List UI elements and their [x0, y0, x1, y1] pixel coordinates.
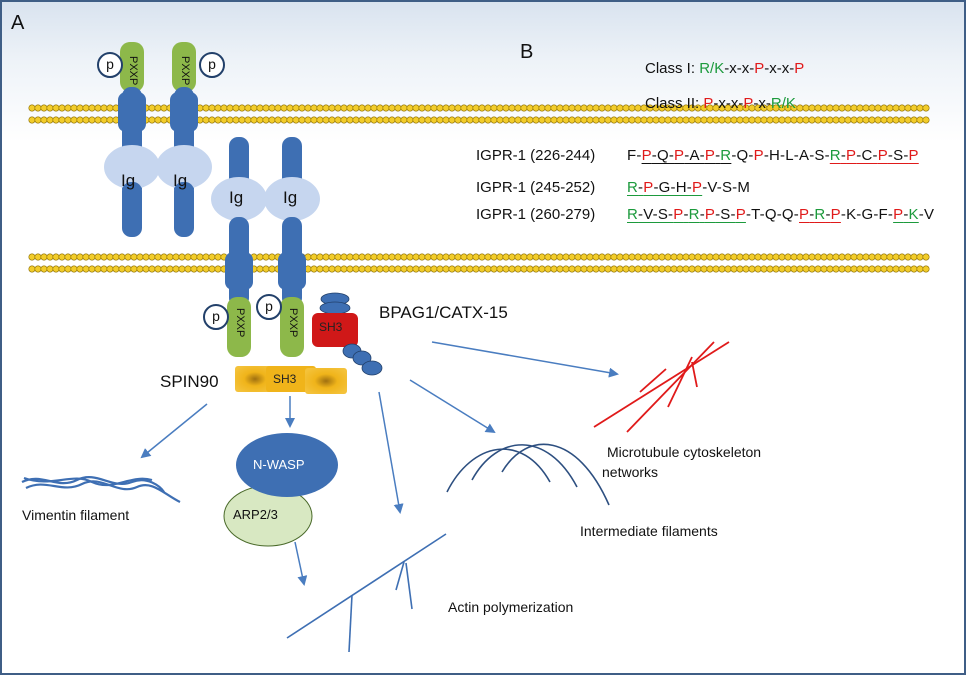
actin-filament-graphic: [286, 533, 447, 653]
sequence-name-1: IGPR-1 (226-244): [476, 147, 596, 164]
sequence-1: F-P-Q-P-A-P-R-Q-P-H-L-A-S-R-P-C-P-S-P: [627, 147, 919, 164]
spin90-label: SPIN90: [160, 372, 219, 391]
class-1-label: Class I:: [645, 60, 700, 77]
receptor: [156, 42, 212, 237]
microtubule-label-line1: Microtubule cytoskeleton: [607, 444, 762, 460]
class-2-label: Class II:: [645, 95, 704, 112]
intermediate-label: Intermediate filaments: [580, 523, 718, 539]
nwasp-label: N-WASP: [253, 457, 305, 472]
phospho-circle-3: p: [203, 304, 229, 330]
phospho-circle-1: p: [97, 52, 123, 78]
microtubule-label-line2: networks: [602, 464, 659, 480]
phospho-circle-2: p: [199, 52, 225, 78]
class-2-motif: Class II: P-x-x-P-x-R/K: [645, 95, 796, 112]
vimentin-filament-graphic: [21, 476, 181, 503]
arp23-label: ARP2/3: [233, 507, 278, 522]
pxxp-label-3: PXXP: [234, 308, 246, 338]
sh3-red-domain: [312, 313, 358, 347]
arrow-to-actin-1: [294, 541, 308, 586]
sh3-label-bpag1: SH3: [319, 320, 343, 334]
receptor: [211, 137, 267, 357]
sequence-name-2: IGPR-1 (245-252): [476, 179, 596, 196]
panel-label-a: A: [11, 12, 25, 34]
ig-label-4: Ig: [283, 188, 298, 207]
arrow-to-actin-2: [378, 391, 404, 514]
arrow-to-microtubule: [431, 341, 619, 378]
pxxp-label-1: PXXP: [127, 56, 139, 86]
intermediate-filament-graphic: [446, 443, 610, 506]
arrows: [140, 341, 619, 586]
panel-label-b: B: [520, 41, 534, 63]
sh3-label-spin90: SH3: [273, 372, 297, 386]
ig-label-2: Ig: [173, 171, 188, 190]
bpag1-complex: [312, 292, 383, 376]
receptor-group: [104, 42, 320, 357]
class-1-motif: Class I: R/K-x-x-P-x-x-P: [645, 60, 805, 77]
membrane-bottom: [28, 253, 930, 273]
receptor: [264, 137, 320, 357]
ig-label-3: Ig: [229, 188, 244, 207]
sequence-2: R-P-G-H-P-V-S-M: [627, 179, 751, 196]
bpag1-label: BPAG1/CATX-15: [379, 303, 508, 322]
pxxp-label-4: PXXP: [287, 308, 299, 338]
pxxp-label-2: PXXP: [179, 56, 191, 86]
arrow-to-vimentin: [140, 403, 208, 459]
arrow-to-intermediate: [409, 379, 496, 434]
phospho-circle-4: p: [256, 294, 282, 320]
nwasp-shape: [236, 433, 338, 497]
spin90-complex: [235, 366, 347, 394]
vimentin-label: Vimentin filament: [22, 507, 130, 523]
actin-label: Actin polymerization: [448, 599, 574, 615]
ig-label-1: Ig: [121, 171, 136, 190]
sequence-name-3: IGPR-1 (260-279): [476, 206, 596, 223]
microtubule-graphic: [593, 341, 730, 433]
sequence-3: R-V-S-P-R-P-S-P-T-Q-Q-P-R-P-K-G-F-P-K-V: [627, 206, 935, 223]
receptor: [104, 42, 160, 237]
